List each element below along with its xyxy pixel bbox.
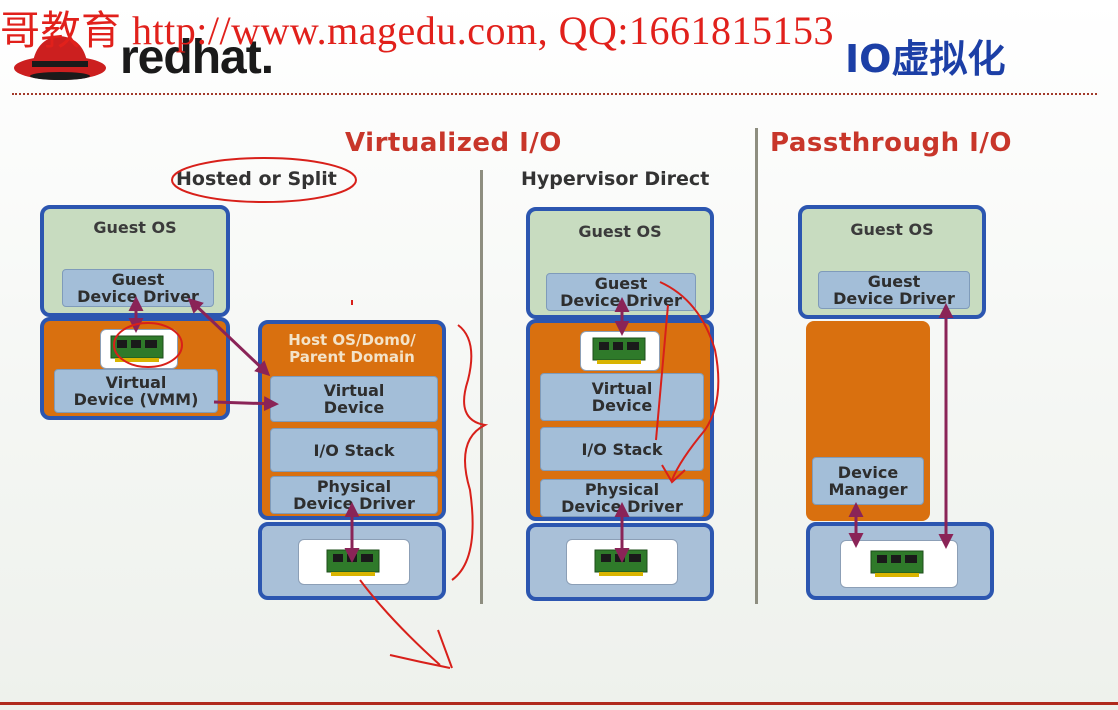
virtual-device-vmm: Virtual Device (VMM): [54, 369, 218, 413]
device-manager: Device Manager: [812, 457, 924, 505]
guest-device-driver: Guest Device Driver: [818, 271, 970, 309]
annotation-arrow: [359, 579, 453, 669]
guest-os-label: Guest OS: [93, 218, 177, 237]
hypervisor-box: Virtual Device I/O Stack Physical Device…: [526, 319, 714, 521]
nic-card-icon: [592, 337, 646, 364]
top-divider: [12, 93, 1097, 95]
arrow: [187, 297, 271, 377]
redhat-logo-text: redhat.: [120, 31, 274, 84]
guest-os-label: Guest OS: [578, 222, 662, 241]
guest-os-label: Guest OS: [850, 220, 934, 239]
nic-card-icon: [110, 335, 164, 362]
virtual-nic-slot: [580, 331, 660, 371]
annotation-arrow: [659, 281, 720, 484]
watermark-text: 哥教育 http://www.magedu.com, QQ:1661815153: [0, 8, 835, 53]
arrow: [213, 396, 279, 412]
column-divider: [480, 170, 483, 604]
annotation-circle: [113, 322, 183, 368]
nic-card-icon: [870, 550, 924, 577]
virtual-device: Virtual Device: [270, 376, 438, 422]
annotation-circle: [171, 157, 357, 203]
guest-os-box: Guest OS Guest Device Driver: [798, 205, 986, 319]
subtitle-hypervisor: Hypervisor Direct: [521, 168, 710, 190]
hardware-box: [806, 522, 994, 600]
virtual-device: Virtual Device: [540, 373, 704, 421]
annotation-brace: [451, 324, 489, 581]
hardware-box: [526, 523, 714, 601]
host-os-box: Host OS/Dom0/ Parent Domain Virtual Devi…: [258, 320, 446, 520]
physical-nic-slot: [840, 540, 958, 588]
page-title: IO虚拟化: [845, 37, 1006, 81]
section-title-passthrough: Passthrough I/O: [770, 128, 1012, 158]
redhat-logo-icon: [10, 28, 110, 82]
column-divider: [755, 128, 758, 604]
section-title-virtualized: Virtualized I/O: [345, 128, 562, 158]
device-manager-box: Device Manager: [806, 321, 930, 521]
physical-device-driver: Physical Device Driver: [270, 476, 438, 514]
handwritten-annotations: [113, 157, 720, 669]
bottom-divider: [0, 702, 1118, 705]
host-os-label: Host OS/Dom0/ Parent Domain: [288, 331, 416, 366]
subtitle-hosted: Hosted or Split: [176, 168, 337, 190]
annotation-line: [655, 304, 669, 441]
io-stack: I/O Stack: [270, 428, 438, 472]
io-stack: I/O Stack: [540, 427, 704, 471]
